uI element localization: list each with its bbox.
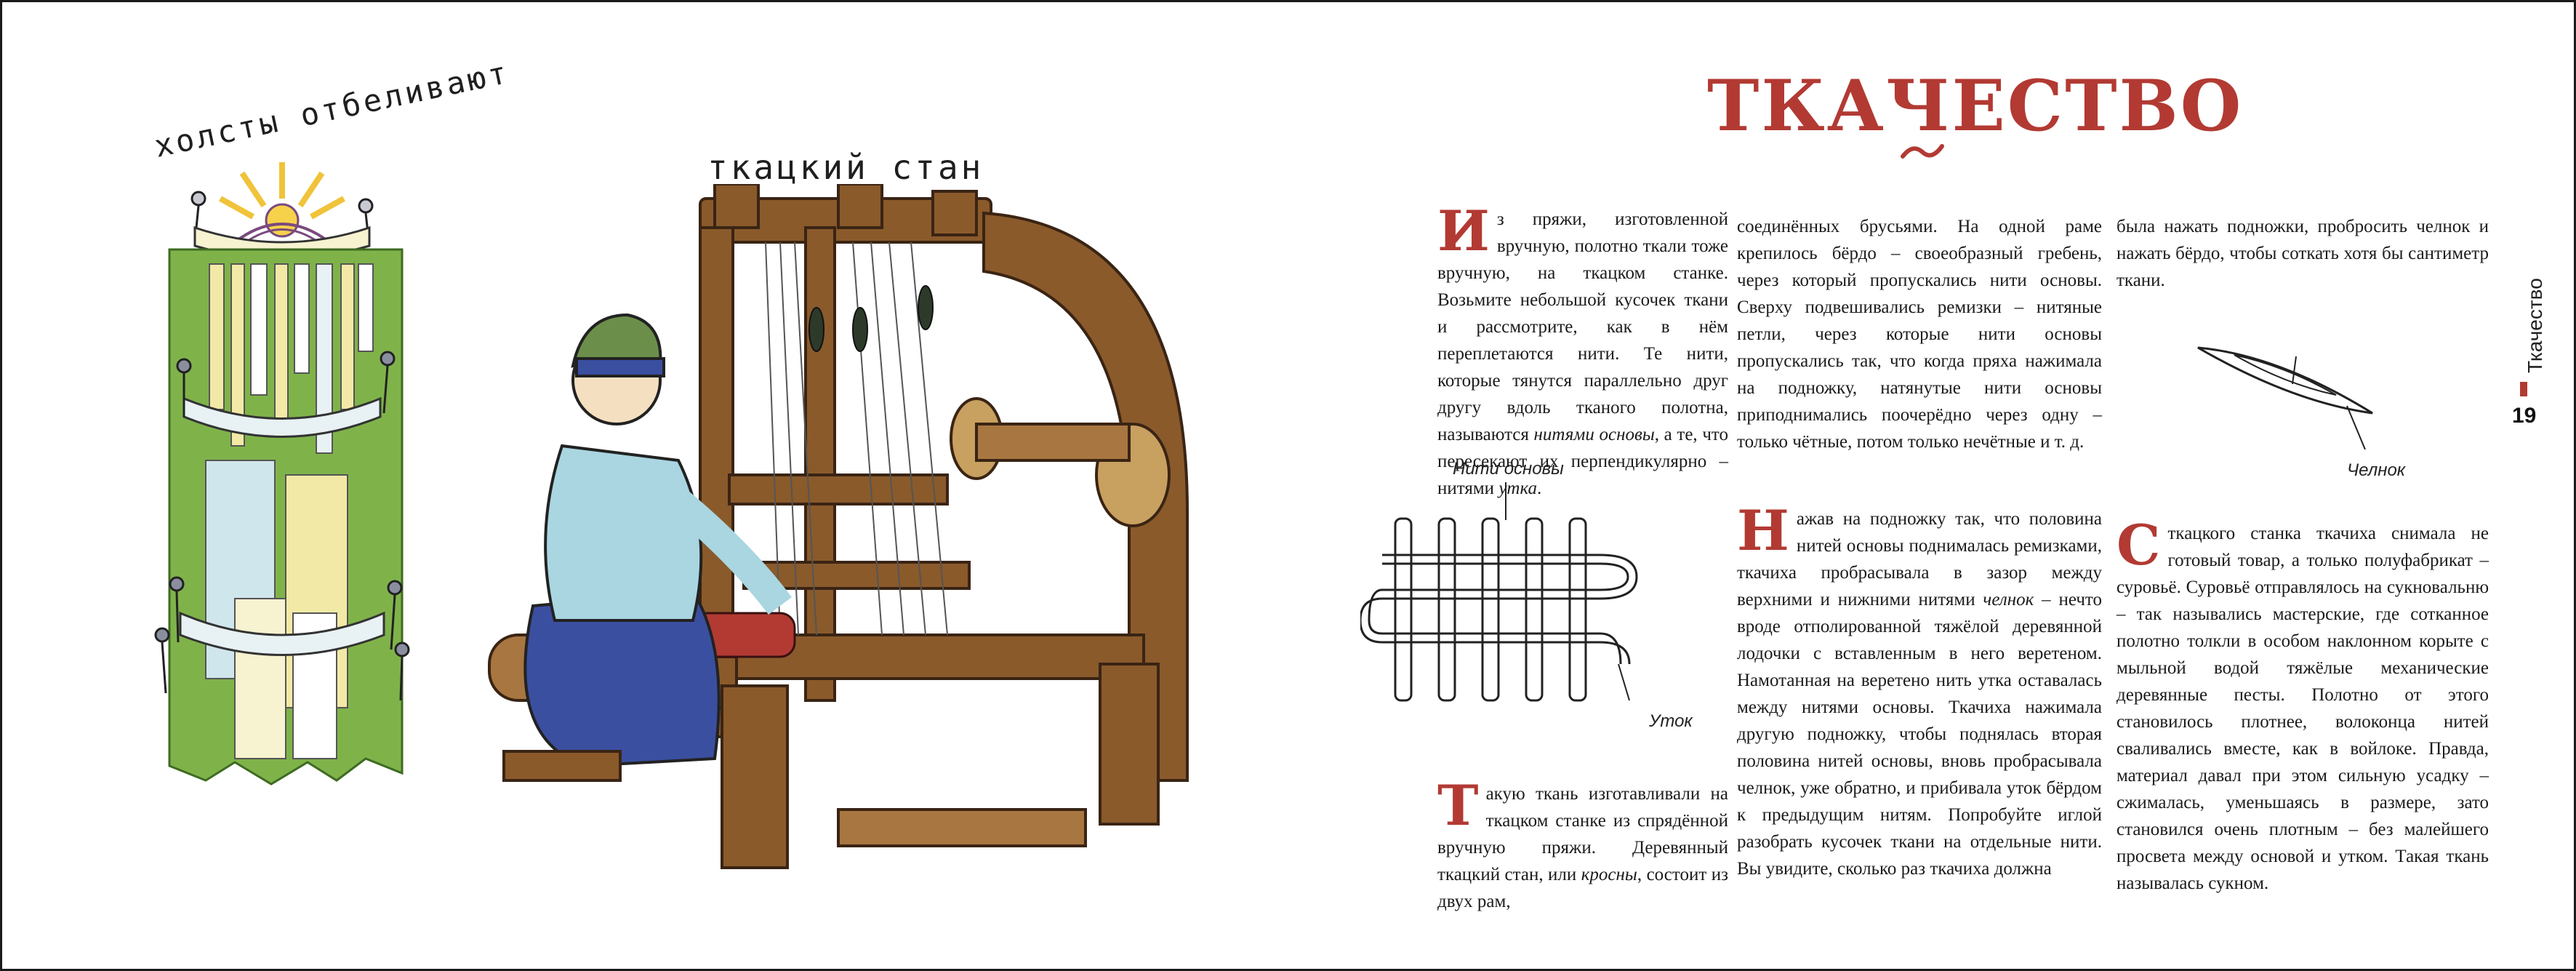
- weaver-figure: [523, 313, 792, 768]
- italic-term: челнок: [1983, 590, 2034, 610]
- page-number: 19: [2512, 404, 2537, 428]
- sun-icon: [219, 162, 345, 244]
- bleaching-linen-illustration: [154, 162, 410, 786]
- text-span: ажав на подножку так, что половина нитей…: [1737, 509, 2102, 610]
- dropcap: И: [1437, 199, 1490, 263]
- italic-term: кросны: [1581, 865, 1637, 884]
- text-span: ткацкого станка ткачиха снимала не готов…: [2116, 524, 2489, 893]
- text-column-5: С ткацкого станка ткачиха снимала не гот…: [2116, 513, 2489, 897]
- text-span: акую ткань изготавливали на ткацком стан…: [1437, 784, 1728, 884]
- loom-illustration: [488, 184, 1189, 869]
- page-title: ТКАЧЕСТВО: [1707, 65, 2244, 147]
- section-marker: [2520, 382, 2527, 396]
- paragraph: была нажать подножки, пробросить челнок …: [2116, 217, 2489, 290]
- italic-term: нитями основы: [1533, 425, 1655, 444]
- section-tab-label: Ткачество: [2524, 278, 2546, 373]
- dropcap: С: [2116, 513, 2161, 578]
- text-span: з пряжи, изготовленной вручную, полотно …: [1437, 209, 1728, 444]
- text-span: .: [1537, 479, 1542, 498]
- label-weft: Уток: [1649, 711, 1693, 731]
- text-column-2: соединённых брусьями. На одной раме креп…: [1737, 213, 2102, 455]
- text-span: , а те, что пересекают их перпендикулярн…: [1437, 425, 1728, 498]
- shuttle-diagram: [2197, 346, 2373, 449]
- weave-diagram: [1360, 482, 1638, 702]
- label-warp-threads: Нити основы: [1453, 459, 1564, 479]
- dropcap: Н: [1737, 498, 1789, 563]
- paragraph: соединённых брусьями. На одной раме креп…: [1737, 217, 2102, 452]
- title-ornament: [1901, 144, 1944, 159]
- text-span: – нечто вроде отполированной тяжёлой дер…: [1737, 590, 2102, 879]
- caption-loom: ткацкий стан: [707, 148, 984, 187]
- text-column-3: была нажать подножки, пробросить челнок …: [2116, 213, 2489, 294]
- label-shuttle: Челнок: [2347, 460, 2406, 480]
- dropcap: Т: [1437, 773, 1479, 838]
- text-span: , состоит из двух рам,: [1437, 865, 1728, 911]
